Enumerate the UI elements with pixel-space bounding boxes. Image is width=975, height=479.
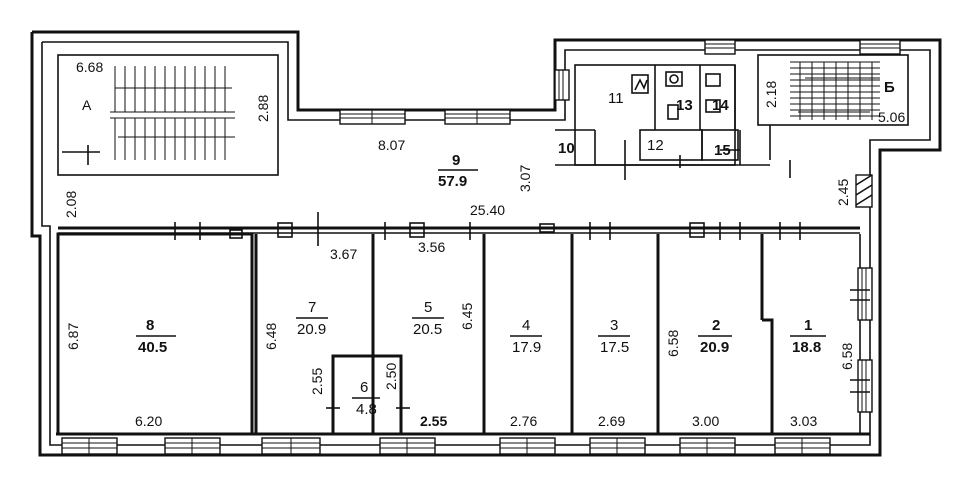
room-7-area: 20.9 (297, 321, 326, 338)
dim-stair-a-corridor: 2.08 (63, 191, 79, 218)
room-8-number: 8 (146, 317, 154, 334)
window-bottom-1 (61, 437, 118, 455)
window-bottom-5 (499, 437, 556, 455)
dim-room-6-width: 2.55 (420, 413, 447, 429)
dim-room-5-height: 6.45 (459, 303, 475, 330)
outer-walls (30, 30, 942, 457)
dim-room-6-height: 2.50 (383, 363, 399, 390)
room-4-area: 17.9 (512, 339, 541, 356)
room-5-area: 20.5 (413, 321, 442, 338)
room-5-number: 5 (424, 299, 432, 316)
dim-room-1-height: 6.58 (839, 343, 855, 370)
dimensions: 6.68 2.88 2.08 2.18 5.06 8.07 3.07 25.40… (63, 59, 905, 429)
stair-a-treads (110, 66, 235, 160)
room-10-number: 10 (558, 140, 575, 157)
dim-corridor-right: 2.45 (835, 179, 851, 206)
window-right-2 (857, 359, 873, 413)
room-partitions (56, 232, 870, 436)
dim-room-2-width: 3.00 (692, 413, 719, 429)
room-11-number: 11 (608, 90, 624, 107)
dim-room-5-top: 3.56 (418, 239, 445, 255)
room-3-area: 17.5 (600, 339, 629, 356)
dim-stair-a-height: 2.88 (255, 95, 271, 122)
dim-room-8-height: 6.87 (65, 323, 81, 350)
window-top-4 (859, 39, 901, 55)
room-8-area: 40.5 (138, 339, 167, 356)
room-3-number: 3 (610, 317, 618, 334)
dim-room-4-width: 2.76 (510, 413, 537, 429)
room-13-number: 13 (676, 97, 693, 114)
dim-stair-b-width: 5.06 (878, 109, 905, 125)
room-15-number: 15 (714, 142, 731, 159)
corridor-area: 57.9 (438, 173, 467, 190)
room-7-number: 7 (308, 299, 316, 316)
room-labels: А Б 9 57.9 10 11 12 13 14 15 8 40.5 7 20… (82, 79, 895, 418)
room-12-number: 12 (647, 137, 664, 154)
room-6-area: 4.8 (356, 401, 377, 418)
dim-corridor-width: 3.07 (517, 165, 533, 192)
room-2-number: 2 (712, 317, 720, 334)
room-1-area: 18.8 (792, 339, 821, 356)
dim-corridor-top: 8.07 (378, 137, 405, 153)
dim-corridor-length: 25.40 (470, 202, 505, 218)
windows (61, 39, 901, 455)
dim-room-7-top: 3.67 (330, 246, 357, 262)
window-bottom-4 (379, 437, 436, 455)
dim-room-2-height: 6.58 (665, 330, 681, 357)
stair-a-area (57, 54, 279, 176)
dim-stair-b-height: 2.18 (763, 81, 779, 108)
window-top-3 (704, 39, 736, 55)
door-markers (174, 174, 873, 409)
room-6-number: 6 (360, 379, 368, 396)
window-top-2 (444, 109, 511, 125)
room-1-number: 1 (804, 317, 812, 334)
dim-room-7-height: 6.48 (263, 323, 279, 350)
corridor-number: 9 (452, 152, 460, 169)
dim-room-7-small: 2.55 (309, 368, 325, 395)
window-bottom-3 (261, 437, 321, 455)
window-bottom-8 (774, 437, 831, 455)
window-bottom-2 (164, 437, 221, 455)
window-right-1 (857, 267, 873, 321)
dim-room-8-width: 6.20 (135, 413, 162, 429)
room-2-area: 20.9 (700, 339, 729, 356)
dim-room-1-width: 3.03 (790, 413, 817, 429)
stair-b-area (757, 54, 909, 178)
window-bottom-6 (589, 437, 646, 455)
dim-room-3-width: 2.69 (598, 413, 625, 429)
window-top-1 (339, 109, 406, 125)
room-4-number: 4 (522, 317, 530, 334)
stair-a-letter: А (82, 97, 92, 113)
dim-stair-a-width: 6.68 (76, 59, 103, 75)
stair-b-letter: Б (884, 79, 895, 96)
window-bottom-7 (679, 437, 736, 455)
service-block (555, 64, 770, 180)
room-14-number: 14 (712, 97, 729, 114)
window-left (554, 69, 570, 101)
stair-b-treads (790, 61, 880, 120)
